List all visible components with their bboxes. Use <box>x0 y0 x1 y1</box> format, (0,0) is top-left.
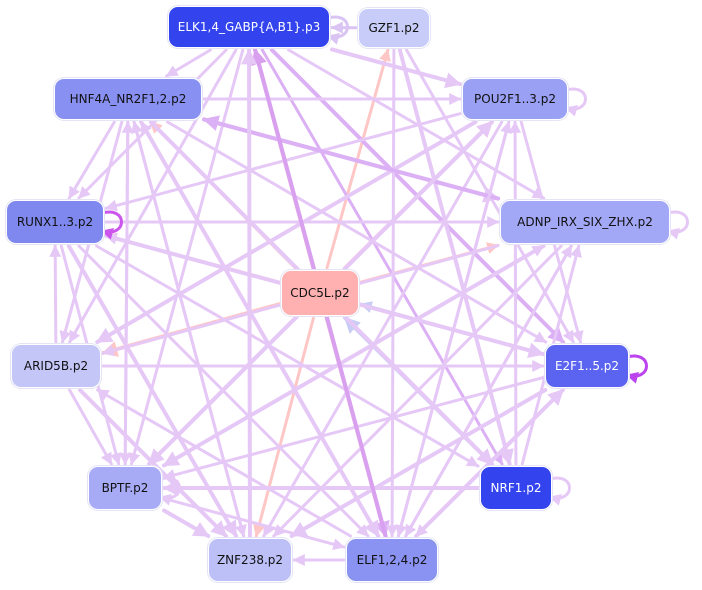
self-loop-nrf <box>548 476 571 506</box>
edge-znf-to-elk <box>241 48 258 538</box>
node-label: ELF1,2,4.p2 <box>356 553 428 567</box>
edge-cdc-to-znf <box>253 316 315 538</box>
node-arid[interactable]: ARID5B.p2 <box>11 344 101 388</box>
node-label: E2F1..5.p2 <box>554 359 620 373</box>
node-e2f[interactable]: E2F1..5.p2 <box>545 344 629 388</box>
node-elf[interactable]: ELF1,2,4.p2 <box>346 538 438 582</box>
node-cdc[interactable]: CDC5L.p2 <box>281 270 359 316</box>
node-pou[interactable]: POU2F1..3.p2 <box>462 78 568 120</box>
node-label: ARID5B.p2 <box>23 359 89 373</box>
node-hnf[interactable]: HNF4A_NR2F1,2.p2 <box>54 78 202 120</box>
node-label: GZF1.p2 <box>368 21 420 35</box>
edge-elf-to-adnp <box>404 244 573 538</box>
node-label: RUNX1..3.p2 <box>16 215 94 229</box>
edge-znf-to-hnf <box>131 120 246 538</box>
node-gzf[interactable]: GZF1.p2 <box>358 8 430 48</box>
node-label: NRF1.p2 <box>490 481 542 495</box>
edge-arid-to-znf <box>78 388 228 538</box>
node-znf[interactable]: ZNF238.p2 <box>208 538 292 582</box>
edge-elf-to-e2f <box>414 388 565 538</box>
edge-bptf-to-hnf <box>121 120 134 466</box>
edge-bptf-to-adnp <box>162 244 545 467</box>
edge-hnf-to-e2f <box>166 120 548 344</box>
self-loop-e2f <box>625 354 648 384</box>
node-runx[interactable]: RUNX1..3.p2 <box>6 200 104 244</box>
self-loop-adnp <box>666 210 689 240</box>
node-nrf[interactable]: NRF1.p2 <box>480 466 552 510</box>
node-label: ELK1,4_GABP{A,B1}.p3 <box>177 20 321 34</box>
edge-hnf-to-runx <box>67 120 116 200</box>
node-label: ADNP_IRX_SIX_ZHX.p2 <box>517 215 653 229</box>
self-loop-pou <box>564 87 587 117</box>
edge-elk-to-pou <box>330 47 462 89</box>
self-loop-bptf <box>158 476 181 506</box>
edge-bptf-to-elf <box>162 497 346 551</box>
edge-adnp-to-hnf <box>202 115 500 201</box>
edge-arid-to-runx <box>49 244 62 344</box>
node-label: CDC5L.p2 <box>290 286 350 300</box>
node-adnp[interactable]: ADNP_IRX_SIX_ZHX.p2 <box>500 200 670 244</box>
edge-arid-to-bptf <box>68 388 113 466</box>
edge-bptf-to-znf <box>162 508 211 538</box>
node-label: HNF4A_NR2F1,2.p2 <box>69 92 187 106</box>
edge-e2f-to-bptf <box>162 376 545 481</box>
node-label: ZNF238.p2 <box>216 553 284 567</box>
edge-gzf-to-elf <box>386 48 399 538</box>
node-elk[interactable]: ELK1,4_GABP{A,B1}.p3 <box>168 6 330 48</box>
edge-pou-to-arid <box>95 120 478 344</box>
edge-runx-to-nrf <box>95 244 480 468</box>
node-label: POU2F1..3.p2 <box>474 92 556 106</box>
node-bptf[interactable]: BPTF.p2 <box>88 466 162 510</box>
edge-nrf-to-pou <box>509 120 522 466</box>
self-loop-runx <box>100 210 123 240</box>
edge-pou-to-znf <box>262 120 504 538</box>
edge-elk-to-nrf <box>260 48 504 466</box>
edge-elk-to-hnf <box>165 48 212 78</box>
edge-elf-to-hnf <box>139 120 380 538</box>
edge-elf-to-pou <box>396 120 512 538</box>
self-loop-elk <box>326 15 349 45</box>
node-label: BPTF.p2 <box>101 481 149 495</box>
